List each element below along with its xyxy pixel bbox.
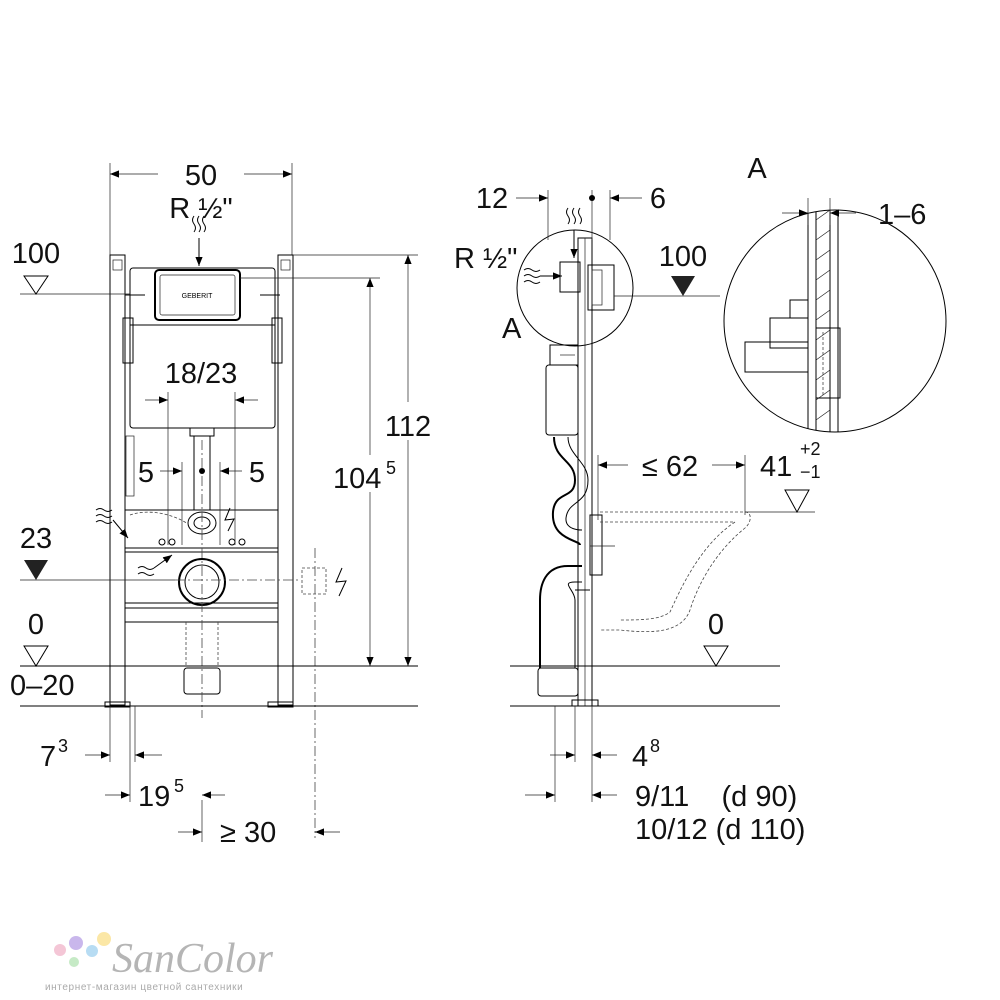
dim-offset-left: 5 xyxy=(138,457,154,489)
water-icon-left xyxy=(95,508,129,539)
dim-drain-offset-sup: 5 xyxy=(174,776,184,796)
dim-foot-offset-sup: 3 xyxy=(58,736,68,756)
dim-foot-offset: 7 xyxy=(40,741,56,773)
dim-wall-range: 1–6 xyxy=(878,199,926,231)
logo-dot xyxy=(86,945,98,957)
level-marker-0-front xyxy=(23,645,49,667)
dim-seat-tol-plus: +2 xyxy=(800,439,821,459)
thread-label-top: R ½" xyxy=(169,193,232,225)
logo-dot xyxy=(54,944,66,956)
logo-dot xyxy=(69,936,83,950)
water-icon-side xyxy=(523,207,582,284)
plate-brand-text: GEBERIT xyxy=(182,293,213,300)
water-supply-icon xyxy=(192,215,206,266)
dim-seat-height: 41 xyxy=(760,451,792,483)
side-drain-elbow xyxy=(539,565,582,668)
dim-height-frame-sup: 5 xyxy=(386,458,396,478)
dim-side-clearance: ≥ 30 xyxy=(220,817,276,849)
sancolor-watermark: SanColor интернет-магазин цветной сантех… xyxy=(45,932,274,993)
dim-height-frame: 104 xyxy=(333,463,381,495)
cistern xyxy=(129,267,276,429)
detail-marker-a: A xyxy=(502,313,522,345)
side-cistern xyxy=(545,364,579,436)
water-icon-center xyxy=(137,554,173,576)
level-marker-23 xyxy=(24,560,48,580)
brand-tagline: интернет-магазин цветной сантехники xyxy=(45,982,243,993)
logo-dot xyxy=(97,932,111,946)
electric-icon-inner xyxy=(224,507,235,532)
detail-view-a: A 1–6 xyxy=(723,153,947,433)
level-100-front: 100 xyxy=(12,238,60,270)
dim-4-8: 4 xyxy=(632,741,648,773)
brand-name: SanColor xyxy=(112,936,274,982)
dim-offset-right: 5 xyxy=(249,457,265,489)
floor-range: 0–20 xyxy=(10,670,75,702)
electric-icon xyxy=(335,567,347,597)
thread-label-side: R ½" xyxy=(454,243,517,275)
flush-plate-opening xyxy=(154,269,241,321)
dim-4-8-sup: 8 xyxy=(650,736,660,756)
frame-right-upright xyxy=(277,254,294,706)
level-marker-seat xyxy=(784,489,810,514)
level-marker-100-side xyxy=(671,276,695,296)
level-0-front: 0 xyxy=(28,609,44,641)
dim-seat-tol-minus: −1 xyxy=(800,462,821,482)
detail-circle xyxy=(723,209,947,433)
side-flush-pipe xyxy=(551,436,581,546)
logo-dot xyxy=(69,957,79,967)
dim-bowl-length: ≤ 62 xyxy=(642,451,698,483)
dim-flush-spacing: 18/23 xyxy=(165,358,238,390)
dim-12: 12 xyxy=(476,183,508,215)
wc-bowl-outline xyxy=(600,511,751,633)
dim-pipe-d90: 9/11 (d 90) xyxy=(635,781,797,813)
detail-circle-a xyxy=(516,229,634,347)
level-marker-0-side xyxy=(703,645,729,667)
detail-title: A xyxy=(747,153,767,185)
dim-drain-offset: 19 xyxy=(138,781,170,813)
level-23: 23 xyxy=(20,523,52,555)
level-0-side: 0 xyxy=(708,609,724,641)
level-marker-100-front xyxy=(23,275,49,295)
dim-height-total: 112 xyxy=(385,411,431,443)
frame-left-upright xyxy=(109,254,126,706)
level-100-side: 100 xyxy=(659,241,707,273)
electric-box xyxy=(301,567,327,595)
side-view: A 12 6 R ½" 100 ≤ 62 41 +2 −1 0 xyxy=(454,183,821,846)
front-view: GEBERIT xyxy=(10,160,431,849)
dim-pipe-d110: 10/12 (d 110) xyxy=(635,814,805,846)
dim-width: 50 xyxy=(185,160,217,192)
dim-6: 6 xyxy=(650,183,666,215)
